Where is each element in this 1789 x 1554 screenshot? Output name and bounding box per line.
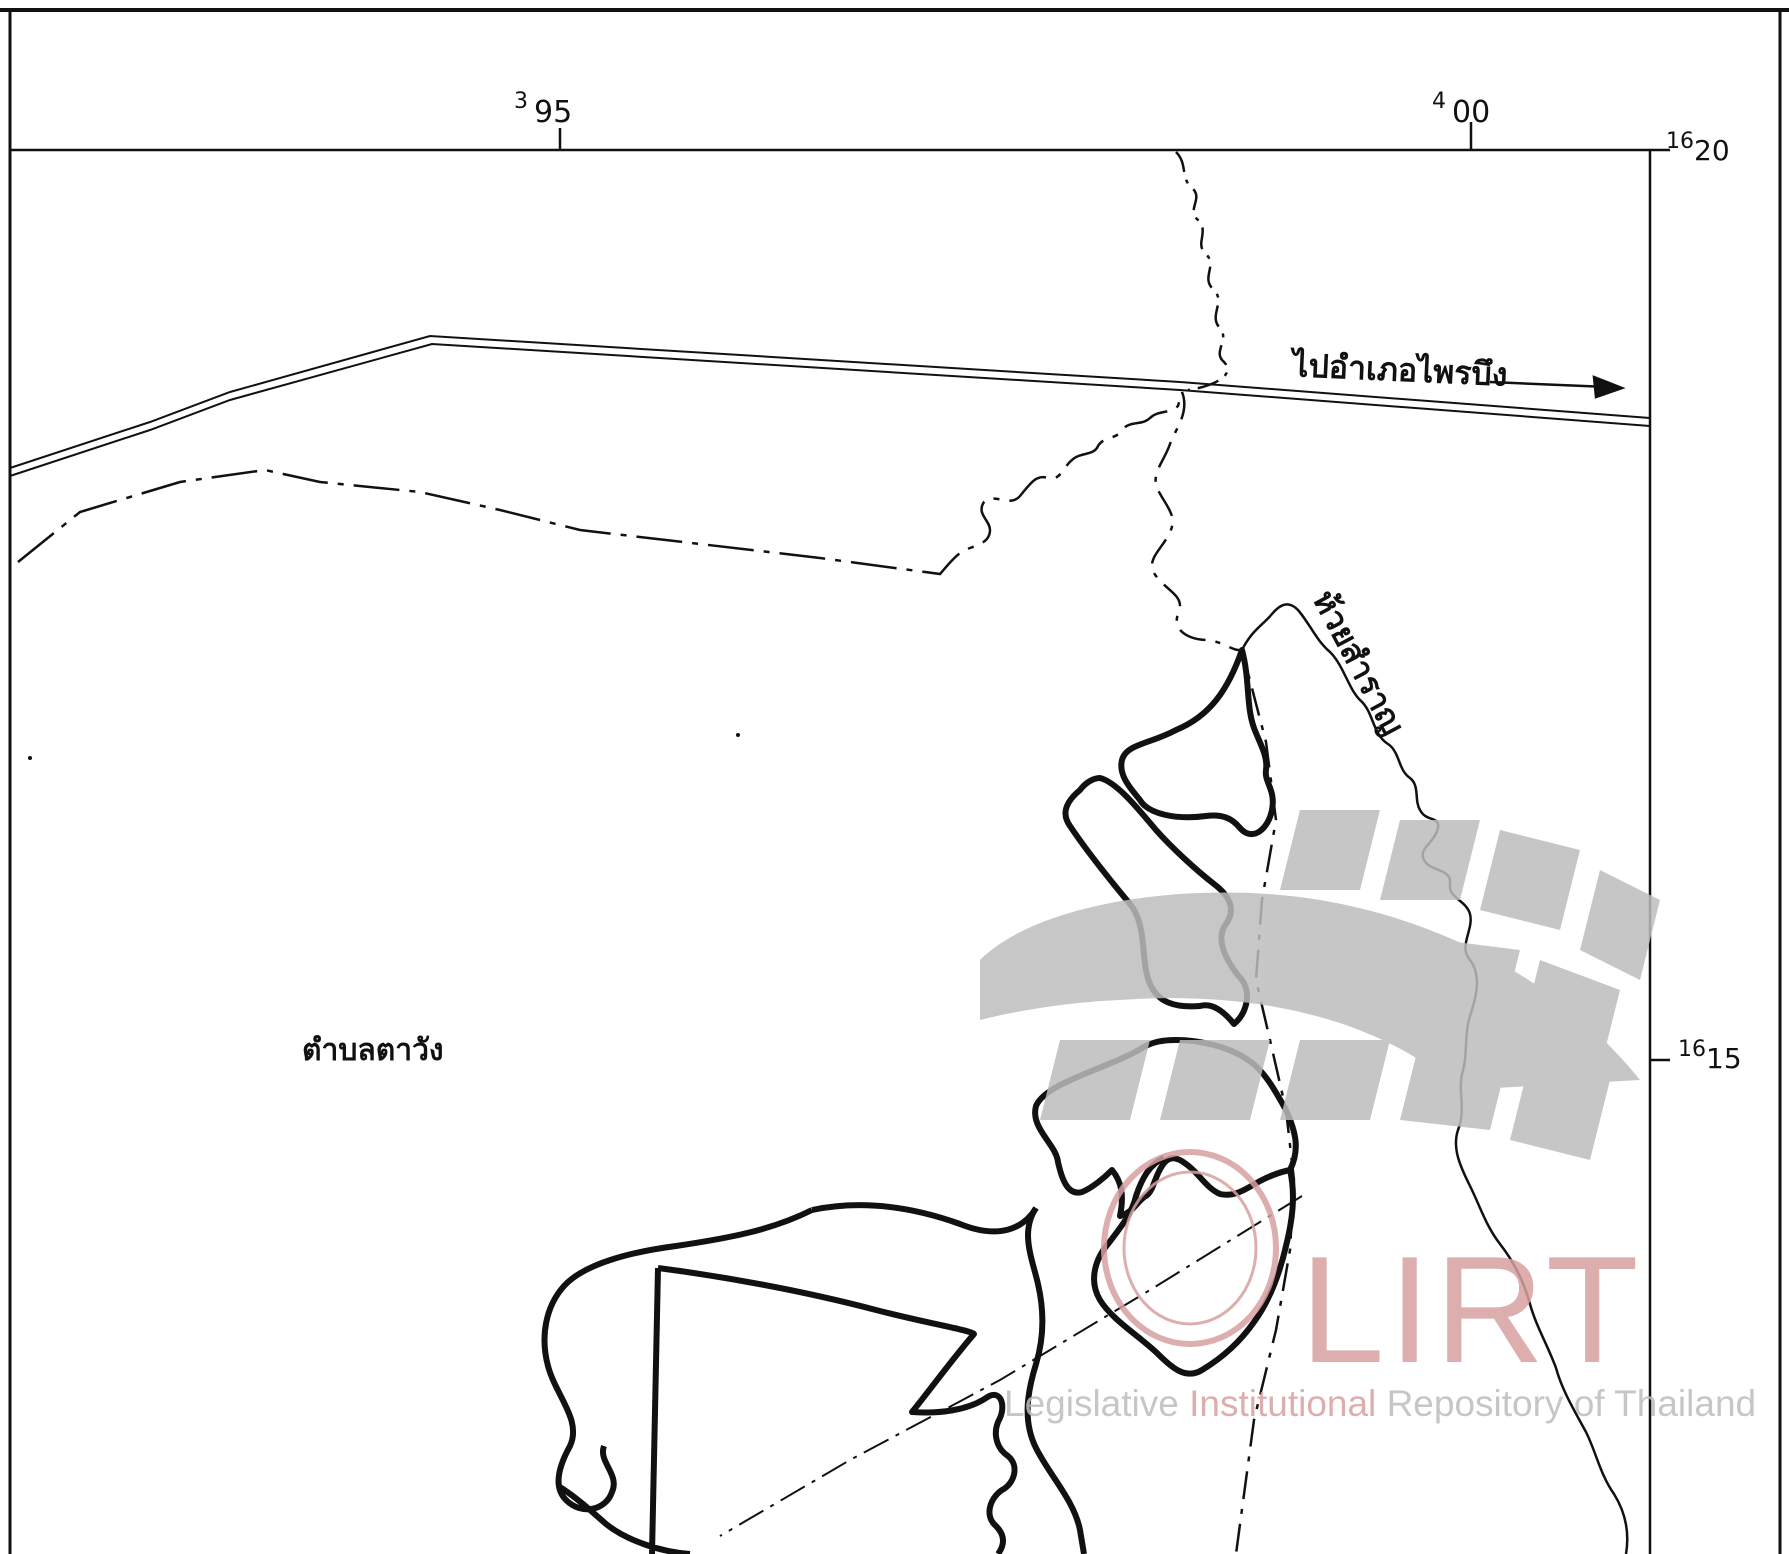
reservoir-north-lobe <box>1118 647 1276 837</box>
watermark-logo-text: LIRT <box>1300 1225 1643 1395</box>
stream-huai-samran <box>1240 603 1629 1554</box>
district-boundary <box>17 391 1184 576</box>
river-main <box>1150 391 1296 1554</box>
highway <box>9 334 1651 477</box>
road-destination-label: ไปอำเภอไพรบึง <box>1289 346 1509 394</box>
speck <box>28 756 32 760</box>
road-direction-arrow <box>1489 375 1626 399</box>
river-north <box>1175 151 1229 392</box>
watermark-seal-icon <box>1101 1149 1279 1347</box>
reservoir-west-arm <box>1062 775 1251 1027</box>
reservoir-southwest-lobe <box>541 1206 1087 1554</box>
reservoir-central-peninsula <box>1091 1155 1296 1377</box>
map-frame <box>0 8 1789 1554</box>
northing-1615-label: 1615 <box>1678 1037 1742 1075</box>
watermark-caption: Legislative Institutional Repository of … <box>1004 1383 1756 1424</box>
northing-1620-label: 1620 <box>1666 129 1730 167</box>
dam-axis-line <box>719 1195 1303 1537</box>
grid-ticks <box>558 122 1670 1062</box>
reservoir-main-body <box>1032 1037 1299 1219</box>
stream-label: ห้วยสำราญ <box>1305 584 1413 741</box>
watermark: LIRT Legislative Institutional Repositor… <box>980 810 1756 1424</box>
reservoir-west-edge <box>811 1202 1039 1235</box>
speck <box>736 733 740 737</box>
subdistrict-label: ตำบลตาวัง <box>302 1033 444 1068</box>
watermark-emblem <box>980 810 1660 1160</box>
reservoir-outlines <box>541 647 1299 1554</box>
